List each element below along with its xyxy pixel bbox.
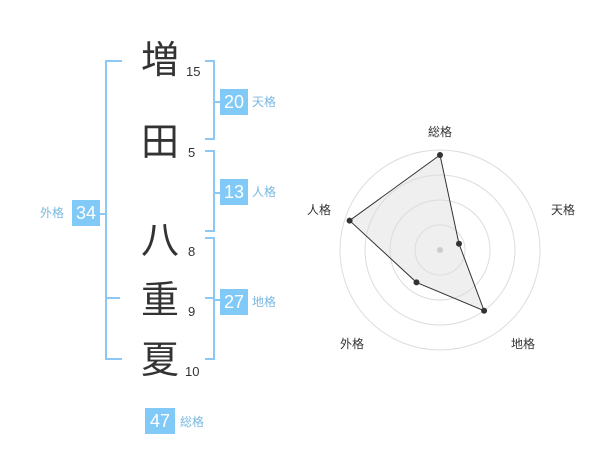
stroke-count-5: 10 [185, 364, 200, 379]
tenkaku-bracket-tick [213, 101, 220, 103]
radar-point [437, 152, 443, 158]
name-char-1: 増 [140, 38, 179, 82]
chikaku-bracket [205, 237, 215, 360]
name-char-4: 重 [140, 278, 179, 322]
radar-ring [414, 224, 466, 276]
stroke-count-2: 5 [188, 145, 196, 160]
gaikaku-given-tick [105, 297, 120, 299]
radar-shape [348, 154, 485, 312]
radar-grid [339, 149, 541, 351]
radar-label-tenkaku: 天格 [551, 203, 576, 217]
radar-label-gaikaku: 外格 [340, 337, 365, 351]
soukaku-badge: 47 [145, 408, 175, 434]
chikaku-label: 地格 [252, 295, 277, 309]
radar-center-dot [437, 247, 443, 253]
soukaku-label: 総格 [180, 415, 205, 429]
radar-ring [364, 174, 516, 326]
gaikaku-bracket [105, 60, 122, 360]
jinkaku-bracket-tick [213, 192, 220, 194]
radar-ring [389, 199, 491, 301]
chikaku-bracket-tick [213, 299, 220, 301]
chikaku-mid-tick [205, 297, 213, 299]
stroke-count-4: 9 [188, 304, 196, 319]
tenkaku-label: 天格 [252, 95, 277, 109]
radar-point [346, 217, 353, 224]
stroke-count-1: 15 [186, 64, 201, 79]
gaikaku-badge: 34 [72, 200, 100, 226]
tenkaku-bracket [205, 60, 215, 140]
jinkaku-bracket [205, 150, 215, 232]
radar-label-jinkaku: 人格 [307, 203, 332, 217]
stroke-count-3: 8 [188, 244, 196, 259]
jinkaku-badge: 13 [220, 179, 248, 205]
name-char-5: 夏 [140, 338, 179, 382]
name-char-3: 八 [140, 218, 179, 262]
radar-label-soukaku: 総格 [428, 125, 453, 139]
gaikaku-label: 外格 [40, 206, 65, 220]
radar-ring [339, 149, 541, 351]
tenkaku-badge: 20 [220, 89, 248, 115]
name-char-2: 田 [140, 120, 179, 164]
radar-points [346, 152, 488, 314]
radar-point [481, 307, 488, 314]
radar-label-chikaku: 地格 [511, 337, 536, 351]
jinkaku-label: 人格 [252, 185, 277, 199]
radar-point [413, 279, 420, 286]
chikaku-badge: 27 [220, 289, 248, 315]
radar-point [456, 240, 462, 247]
